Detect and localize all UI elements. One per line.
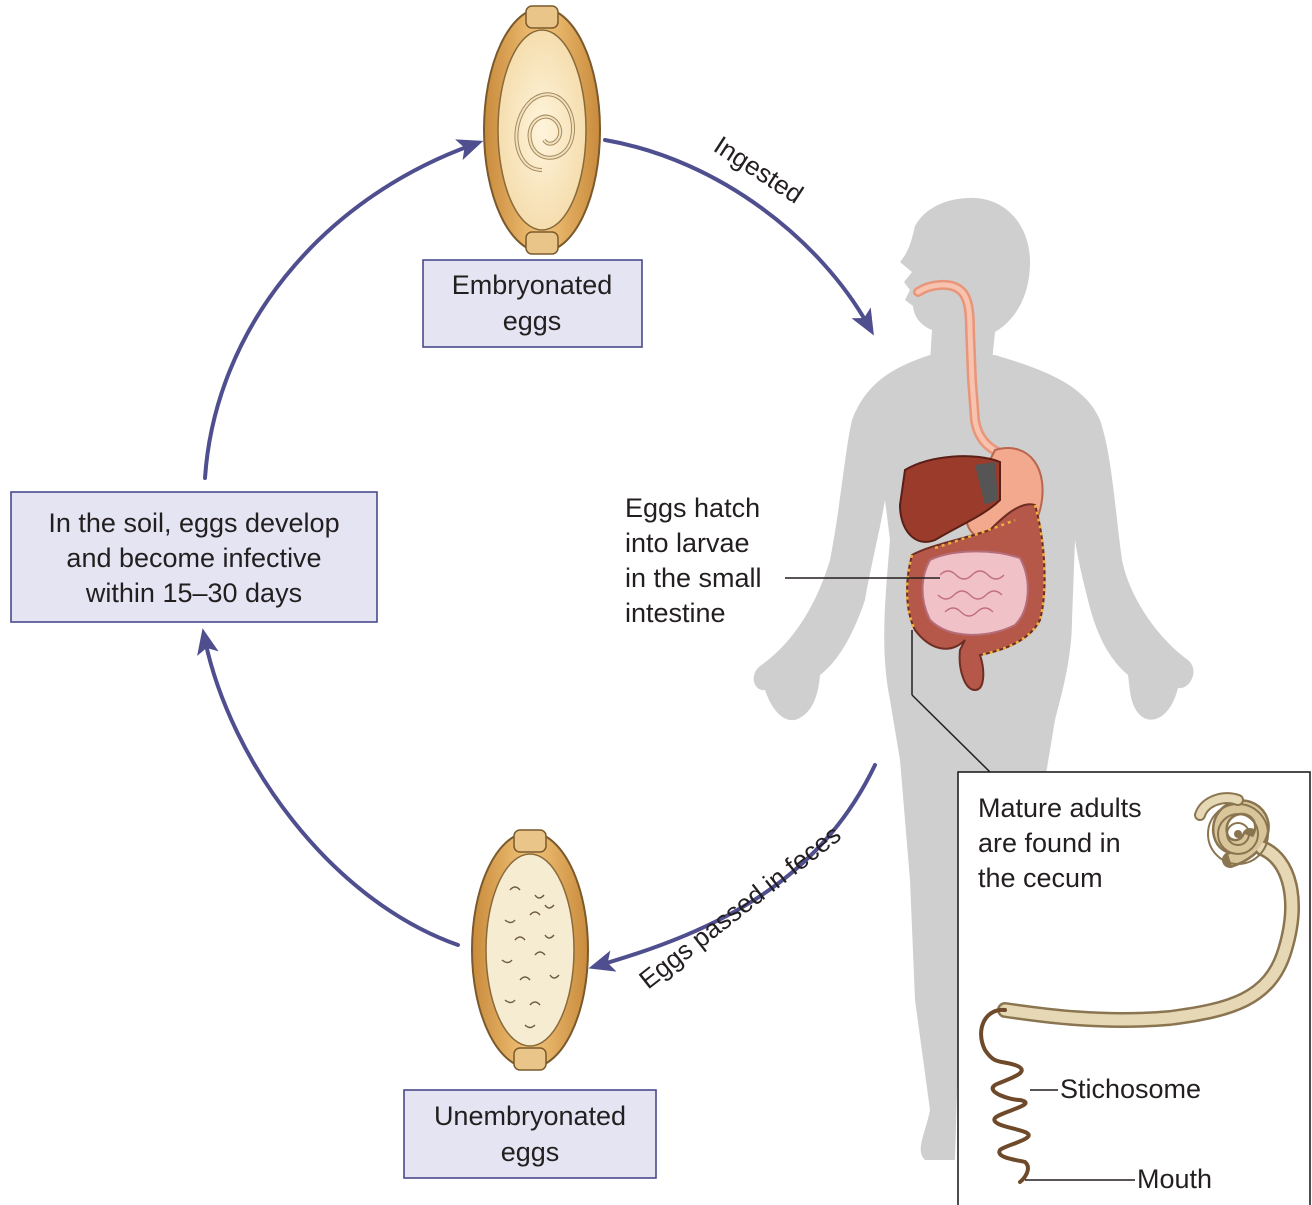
mouth-label: Mouth bbox=[1137, 1164, 1212, 1194]
embryonated-label-line2: eggs bbox=[503, 306, 562, 336]
embryonated-egg-icon bbox=[484, 6, 600, 254]
mature-label-line3: the cecum bbox=[978, 863, 1103, 893]
small-intestine-icon bbox=[923, 551, 1028, 634]
embryonated-label-line1: Embryonated bbox=[452, 270, 613, 300]
arrow-unembryonated-to-soil bbox=[205, 640, 458, 945]
eggs-passed-label: Eggs passed in feces bbox=[633, 819, 846, 995]
hatch-label-line2: into larvae bbox=[625, 528, 750, 558]
stichosome-label: Stichosome bbox=[1060, 1074, 1201, 1104]
mature-label-line1: Mature adults bbox=[978, 793, 1142, 823]
hatch-label-line3: in the small bbox=[625, 563, 762, 593]
digestive-tract-icon bbox=[900, 285, 1045, 690]
arrow-body-to-unembryonated bbox=[600, 765, 875, 965]
ingested-label: Ingested bbox=[709, 130, 809, 209]
soil-label-line2: and become infective bbox=[66, 543, 321, 573]
soil-label-line3: within 15–30 days bbox=[85, 578, 302, 608]
hatch-label-line4: intestine bbox=[625, 598, 726, 628]
unembryonated-egg-icon bbox=[472, 830, 588, 1070]
soil-label-line1: In the soil, eggs develop bbox=[48, 508, 339, 538]
mature-label-line2: are found in bbox=[978, 828, 1121, 858]
unembryonated-eggs-box: Unembryonated eggs bbox=[404, 1090, 656, 1178]
unembryonated-label-line2: eggs bbox=[501, 1137, 560, 1167]
unembryonated-label-line1: Unembryonated bbox=[434, 1101, 626, 1131]
soil-development-box: In the soil, eggs develop and become inf… bbox=[11, 492, 377, 622]
hatch-label-line1: Eggs hatch bbox=[625, 493, 760, 523]
embryonated-eggs-box: Embryonated eggs bbox=[423, 260, 642, 347]
